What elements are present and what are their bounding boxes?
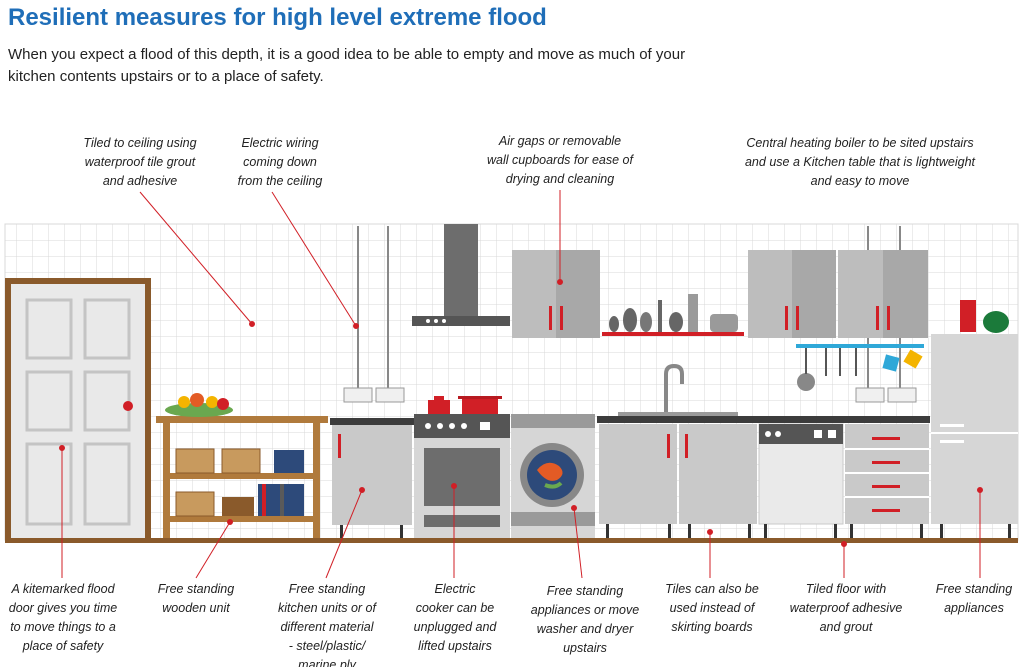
fridge-freezer bbox=[931, 300, 1018, 538]
washing-machine bbox=[511, 414, 595, 538]
label-electric-wiring: Electric wiring coming down from the cei… bbox=[237, 136, 323, 188]
base-cabinets bbox=[599, 424, 757, 538]
kitchen-unit-left bbox=[330, 418, 414, 538]
page-title: Resilient measures for high level extrem… bbox=[8, 4, 547, 31]
intro-text: When you expect a flood of this depth, i… bbox=[8, 46, 686, 85]
label-tiled-ceiling: Tiled to ceiling using waterproof tile g… bbox=[83, 136, 197, 188]
sink-worktop bbox=[597, 416, 930, 423]
label-boiler: Central heating boiler to be sited upsta… bbox=[744, 136, 975, 188]
flood-door bbox=[5, 278, 151, 540]
cooker-hood bbox=[412, 224, 510, 326]
floor-strip bbox=[5, 538, 1018, 543]
label-flood-door: A kitemarked flood door gives you time t… bbox=[8, 582, 118, 653]
utensil-rail bbox=[796, 344, 924, 391]
label-air-gaps: Air gaps or removable wall cupboards for… bbox=[487, 134, 633, 186]
label-cooker: Electric cooker can be unplugged and lif… bbox=[413, 582, 497, 653]
wooden-unit bbox=[156, 393, 328, 538]
dishwasher bbox=[758, 423, 844, 538]
wall-cupboards-right bbox=[748, 250, 928, 338]
label-tiles-skirting: Tiles can also be used instead of skirti… bbox=[665, 582, 759, 634]
wall-shelf bbox=[602, 294, 744, 336]
leader-lines bbox=[59, 190, 983, 579]
label-kitchen-units: Free standing kitchen units or of differ… bbox=[278, 582, 376, 667]
door-knob bbox=[123, 401, 133, 411]
sink-tap bbox=[618, 363, 738, 416]
label-free-appliances: Free standing appliances bbox=[935, 582, 1013, 615]
label-wooden-unit: Free standing wooden unit bbox=[157, 582, 235, 615]
label-appliances-move: Free standing appliances or move washer … bbox=[530, 584, 640, 655]
drawer-unit bbox=[845, 424, 929, 538]
wall-cupboard-centre bbox=[512, 250, 600, 338]
label-tiled-floor: Tiled floor with waterproof adhesive and… bbox=[789, 582, 903, 634]
electric-cooker bbox=[414, 396, 510, 538]
